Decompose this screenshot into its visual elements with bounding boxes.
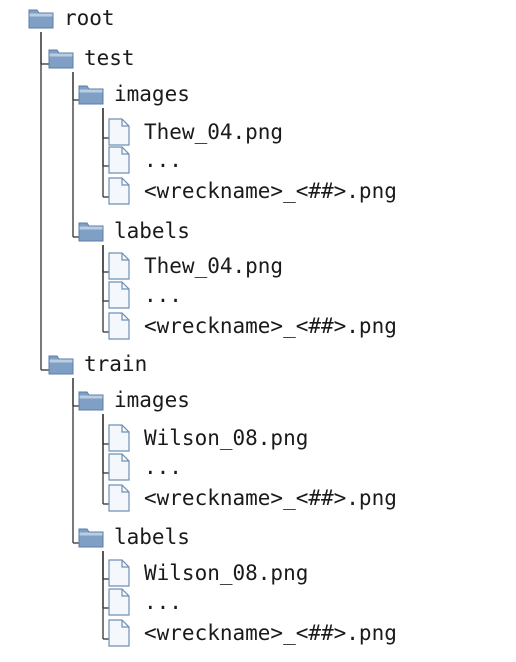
node-label: <wreckname>_<##>.png xyxy=(144,179,397,203)
node-label: ... xyxy=(144,283,182,307)
node-label: Thew_04.png xyxy=(144,120,284,144)
file-icon xyxy=(108,177,130,205)
file-icon xyxy=(108,559,130,587)
file-icon xyxy=(108,146,130,174)
node-label: <wreckname>_<##>.png xyxy=(144,621,397,645)
file-icon xyxy=(108,281,130,309)
node-label: Wilson_08.png xyxy=(144,561,309,585)
file-node: <wreckname>_<##>.png xyxy=(108,483,397,513)
file-node: Wilson_08.png xyxy=(108,423,308,453)
node-label: ... xyxy=(144,590,182,614)
folder-node: images xyxy=(78,79,190,109)
file-node: ... xyxy=(108,145,182,175)
file-icon xyxy=(108,484,130,512)
node-label: test xyxy=(84,46,135,70)
folder-icon xyxy=(78,389,104,411)
node-label: train xyxy=(84,352,148,376)
file-node: Wilson_08.png xyxy=(108,558,308,588)
file-icon xyxy=(108,588,130,616)
file-node: <wreckname>_<##>.png xyxy=(108,176,397,206)
folder-node: labels xyxy=(78,522,190,552)
file-icon xyxy=(108,252,130,280)
node-label: images xyxy=(114,82,190,106)
folder-icon xyxy=(48,47,74,69)
folder-node: train xyxy=(48,349,147,379)
node-label: <wreckname>_<##>.png xyxy=(144,486,397,510)
node-label: <wreckname>_<##>.png xyxy=(144,314,397,338)
node-label: Wilson_08.png xyxy=(144,426,309,450)
node-label: ... xyxy=(144,148,182,172)
node-label: ... xyxy=(144,455,182,479)
file-node: Thew_04.png xyxy=(108,251,283,281)
file-icon xyxy=(108,118,130,146)
folder-node: root xyxy=(28,3,115,33)
folder-icon xyxy=(78,526,104,548)
file-icon xyxy=(108,619,130,647)
file-node: ... xyxy=(108,280,182,310)
folder-icon xyxy=(78,220,104,242)
folder-node: test xyxy=(48,43,135,73)
folder-node: images xyxy=(78,385,190,415)
file-icon xyxy=(108,312,130,340)
node-label: labels xyxy=(114,219,190,243)
node-label: labels xyxy=(114,525,190,549)
folder-icon xyxy=(28,7,54,29)
file-icon xyxy=(108,453,130,481)
node-label: Thew_04.png xyxy=(144,254,284,278)
file-node: <wreckname>_<##>.png xyxy=(108,311,397,341)
node-label: root xyxy=(64,6,115,30)
folder-node: labels xyxy=(78,216,190,246)
node-label: images xyxy=(114,388,190,412)
file-node: ... xyxy=(108,452,182,482)
file-node: ... xyxy=(108,587,182,617)
file-node: <wreckname>_<##>.png xyxy=(108,618,397,648)
file-node: Thew_04.png xyxy=(108,117,283,147)
folder-icon xyxy=(78,83,104,105)
folder-icon xyxy=(48,353,74,375)
file-icon xyxy=(108,424,130,452)
